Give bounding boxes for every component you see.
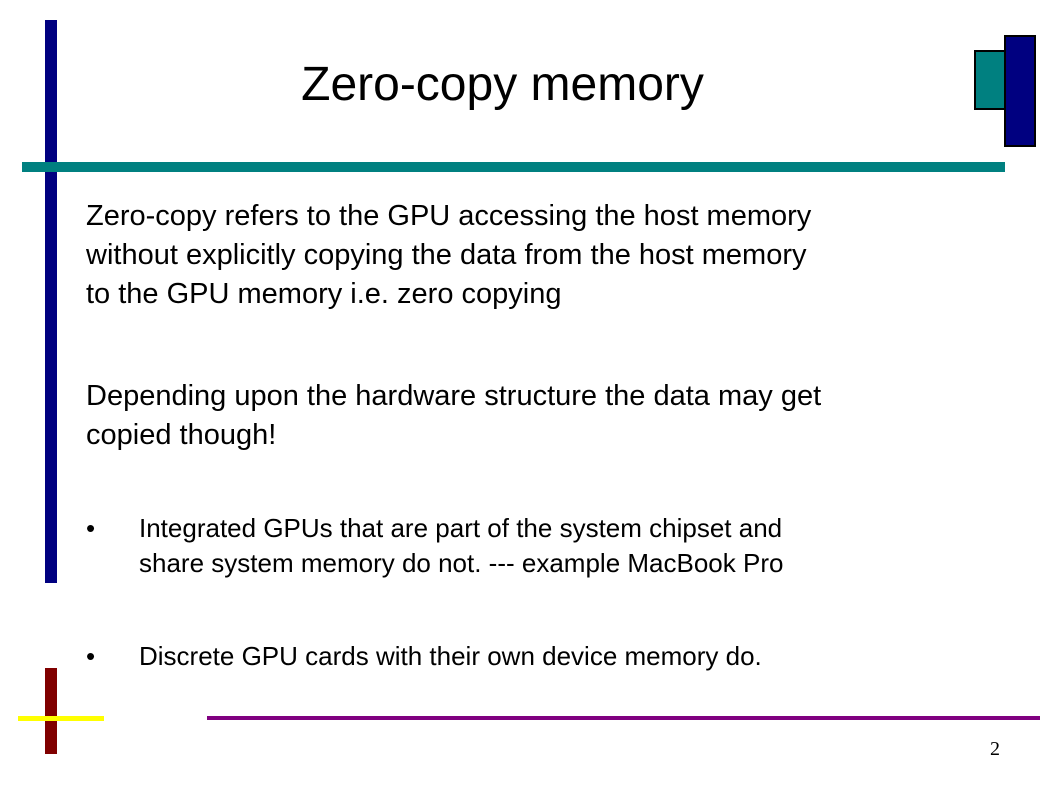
text-line: Zero-copy refers to the GPU accessing th…: [86, 200, 812, 232]
slide-title: Zero-copy memory: [301, 58, 704, 111]
text-line: Integrated GPUs that are part of the sys…: [139, 513, 783, 543]
bottom-left-vertical-bar: [45, 668, 57, 754]
text-line: copied though!: [86, 419, 277, 451]
bullet-dot-icon: •: [86, 641, 96, 671]
text-line: share system memory do not. --- example …: [139, 548, 784, 578]
left-accent-bar: [45, 20, 57, 583]
decorative-navy-rectangle: [1004, 35, 1036, 147]
bullet-text: Discrete GPU cards with their own device…: [139, 639, 762, 674]
footer-rule: [207, 716, 1040, 720]
paragraph-hardware-dependency: Depending upon the hardware structure th…: [86, 377, 821, 455]
bullet-text: Integrated GPUs that are part of the sys…: [139, 511, 783, 581]
page-number: 2: [990, 738, 1000, 760]
text-line: without explicitly copying the data from…: [86, 239, 807, 271]
text-line: to the GPU memory i.e. zero copying: [86, 278, 562, 310]
paragraph-zero-copy-definition: Zero-copy refers to the GPU accessing th…: [86, 197, 811, 314]
bullet-dot-icon: •: [86, 513, 96, 543]
title-underline-bar: [22, 162, 1005, 172]
text-line: Depending upon the hardware structure th…: [86, 380, 822, 412]
bottom-left-horizontal-bar: [18, 716, 104, 721]
text-line: Discrete GPU cards with their own device…: [139, 641, 762, 671]
